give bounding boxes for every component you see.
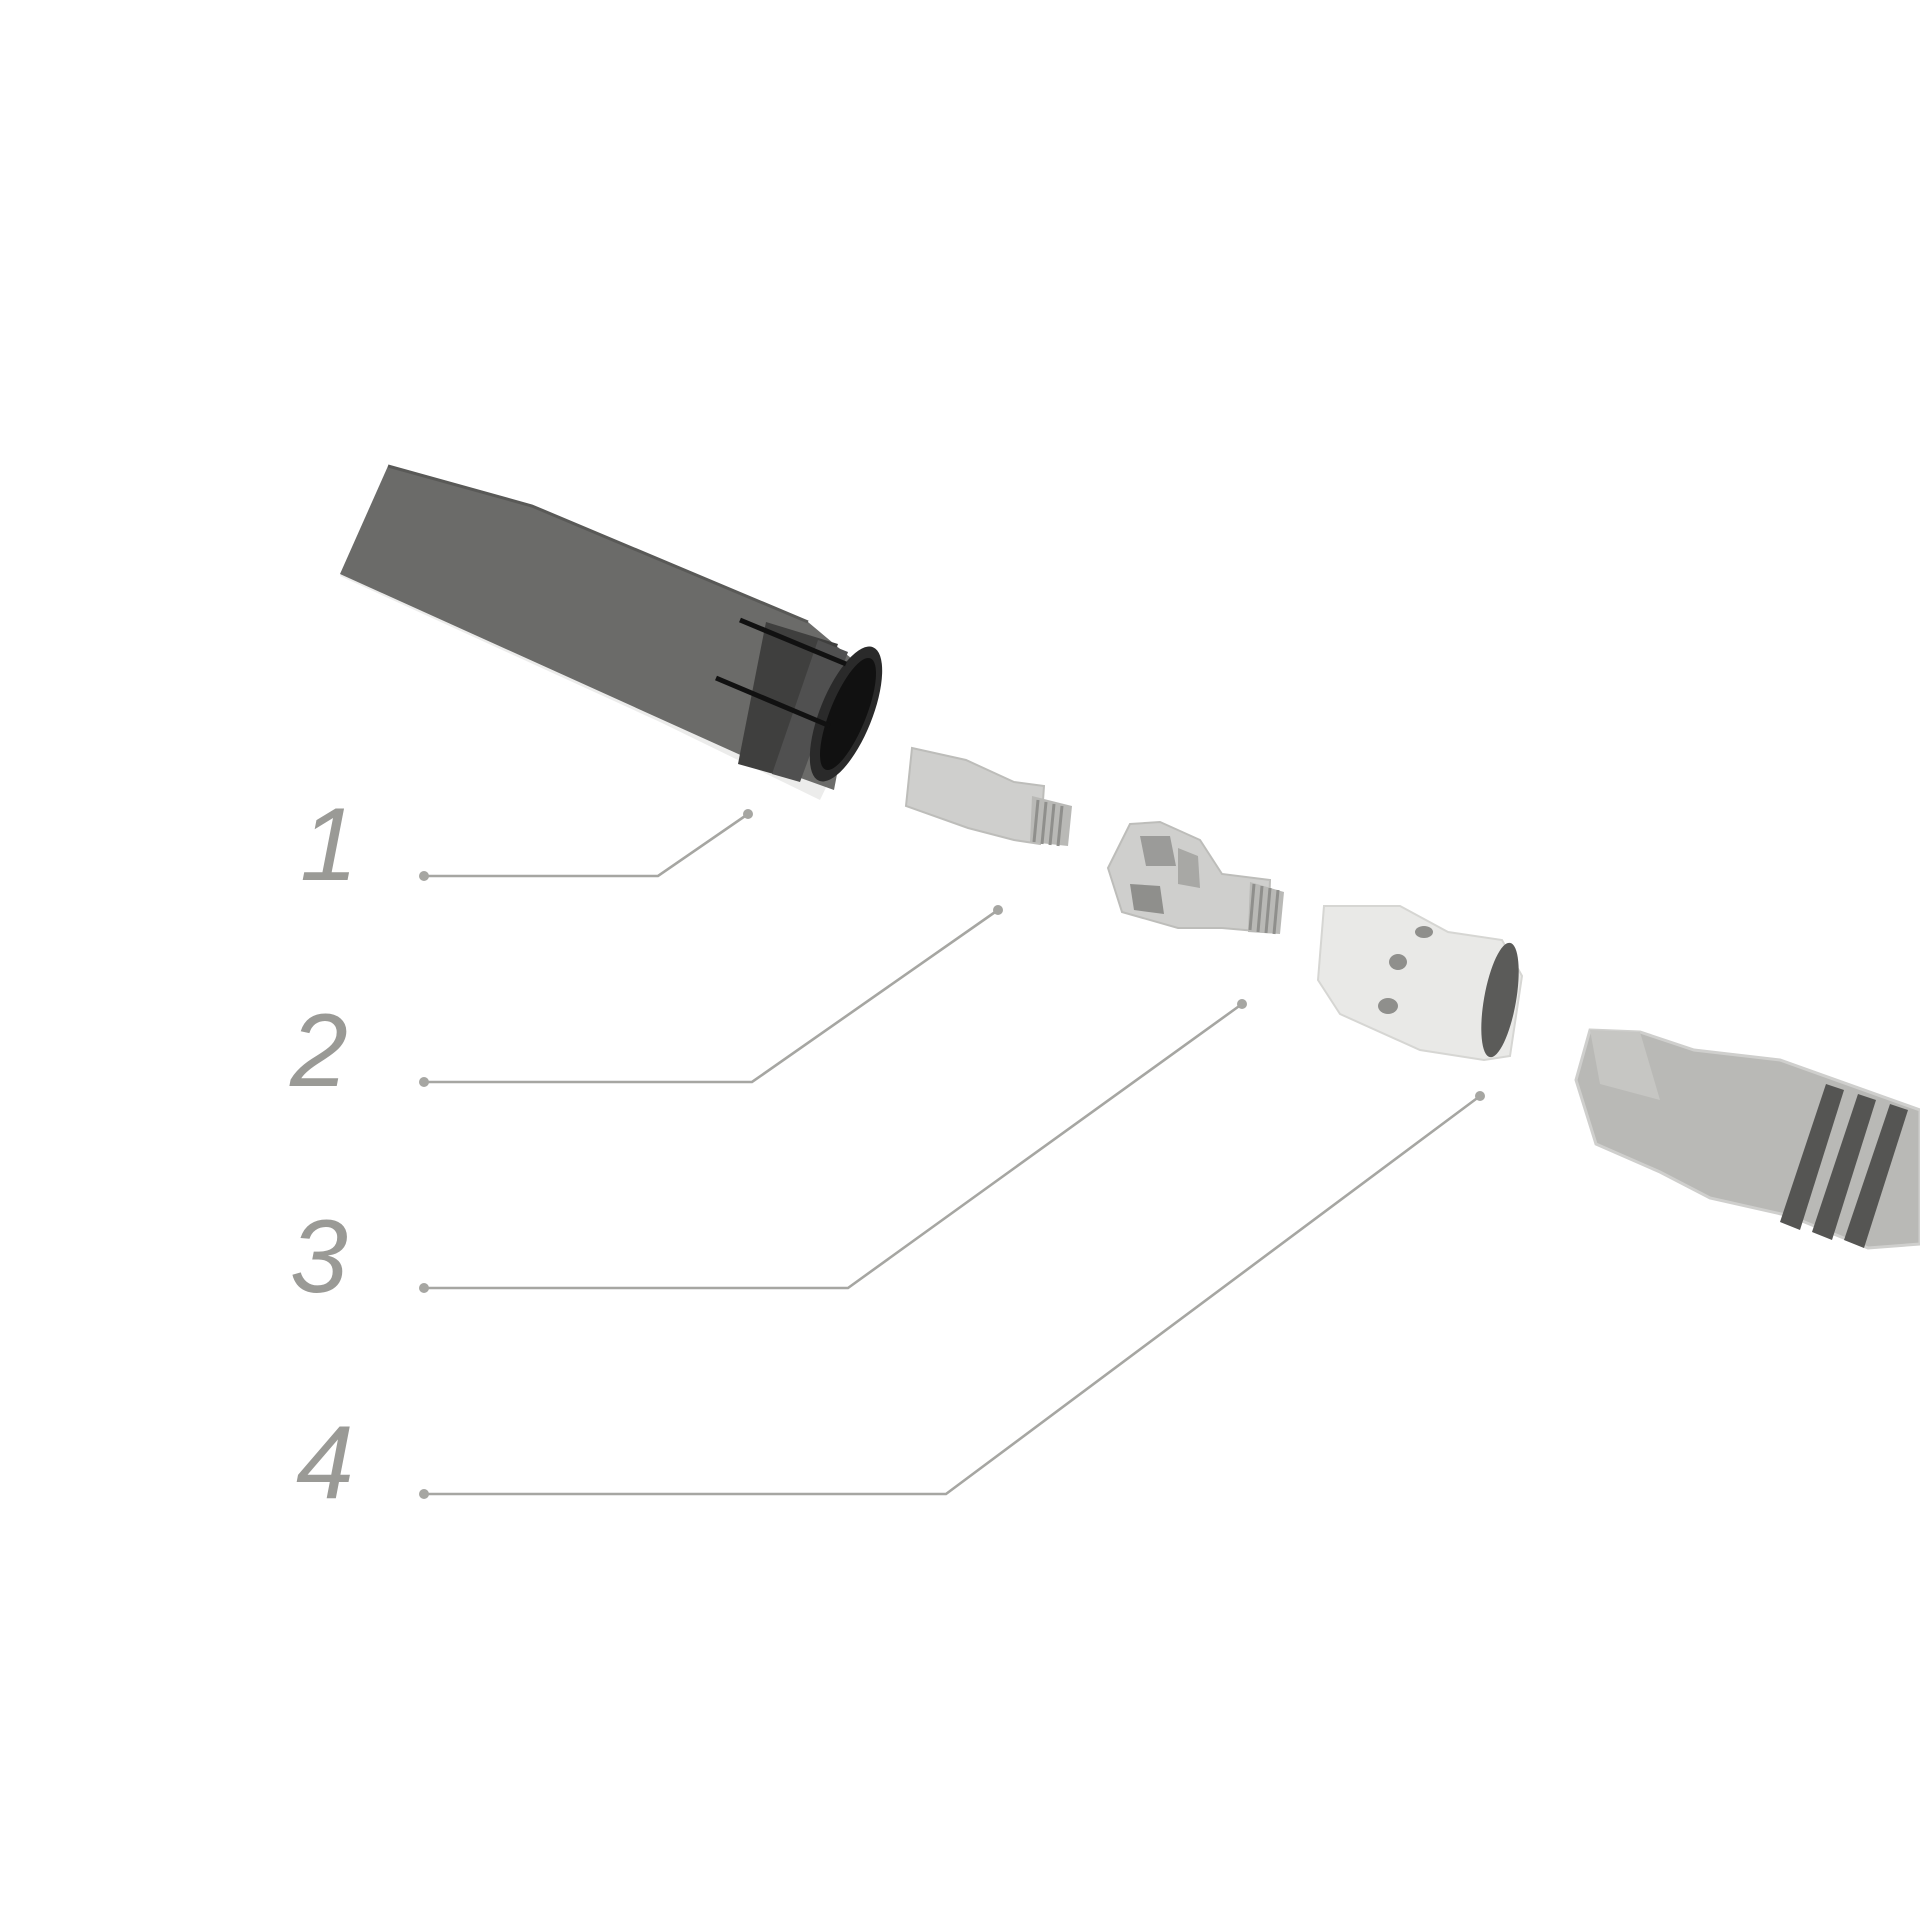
callout-1: 1 [300,787,753,903]
callout-label: 3 [290,1199,348,1315]
callout-2: 2 [289,905,1003,1109]
gas-nozzle [340,464,883,800]
grip-stripes [1780,1084,1908,1248]
torch-neck [1574,1028,1920,1250]
callout-4: 4 [296,1091,1485,1521]
tip-holder [1106,820,1284,935]
callout-label: 1 [300,787,358,903]
callout-label: 4 [296,1405,354,1521]
callout-label: 2 [289,993,348,1109]
contact-tip [904,746,1072,847]
callout-3: 3 [290,999,1247,1315]
gas-diffuser [1316,905,1524,1062]
